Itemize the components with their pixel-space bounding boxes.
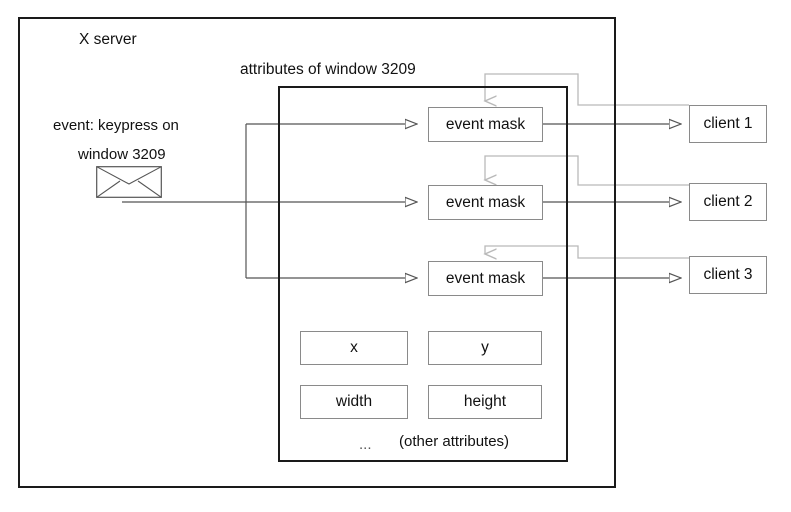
attribute-box-y[interactable]: y bbox=[428, 331, 542, 365]
event-mask-box-3[interactable]: event mask bbox=[428, 261, 543, 296]
attributes-container-label: attributes of window 3209 bbox=[240, 61, 416, 78]
client-box-3[interactable]: client 3 bbox=[689, 256, 767, 294]
x-server-label: X server bbox=[79, 31, 137, 48]
event-label-line-1: event: keypress on bbox=[53, 117, 179, 134]
window-attributes-container bbox=[278, 86, 568, 462]
other-attributes-ellipsis: ... bbox=[359, 436, 372, 453]
event-label-line-2: window 3209 bbox=[78, 146, 166, 163]
other-attributes-label: (other attributes) bbox=[399, 433, 510, 450]
attribute-box-x[interactable]: x bbox=[300, 331, 408, 365]
event-routing-lines bbox=[122, 124, 417, 278]
event-mask-box-1[interactable]: event mask bbox=[428, 107, 543, 142]
x-server-container bbox=[18, 17, 616, 488]
attribute-box-width[interactable]: width bbox=[300, 385, 408, 419]
client-box-2[interactable]: client 2 bbox=[689, 183, 767, 221]
envelope-icon bbox=[96, 166, 162, 198]
client-box-1[interactable]: client 1 bbox=[689, 105, 767, 143]
attribute-box-height[interactable]: height bbox=[428, 385, 542, 419]
event-mask-box-2[interactable]: event mask bbox=[428, 185, 543, 220]
